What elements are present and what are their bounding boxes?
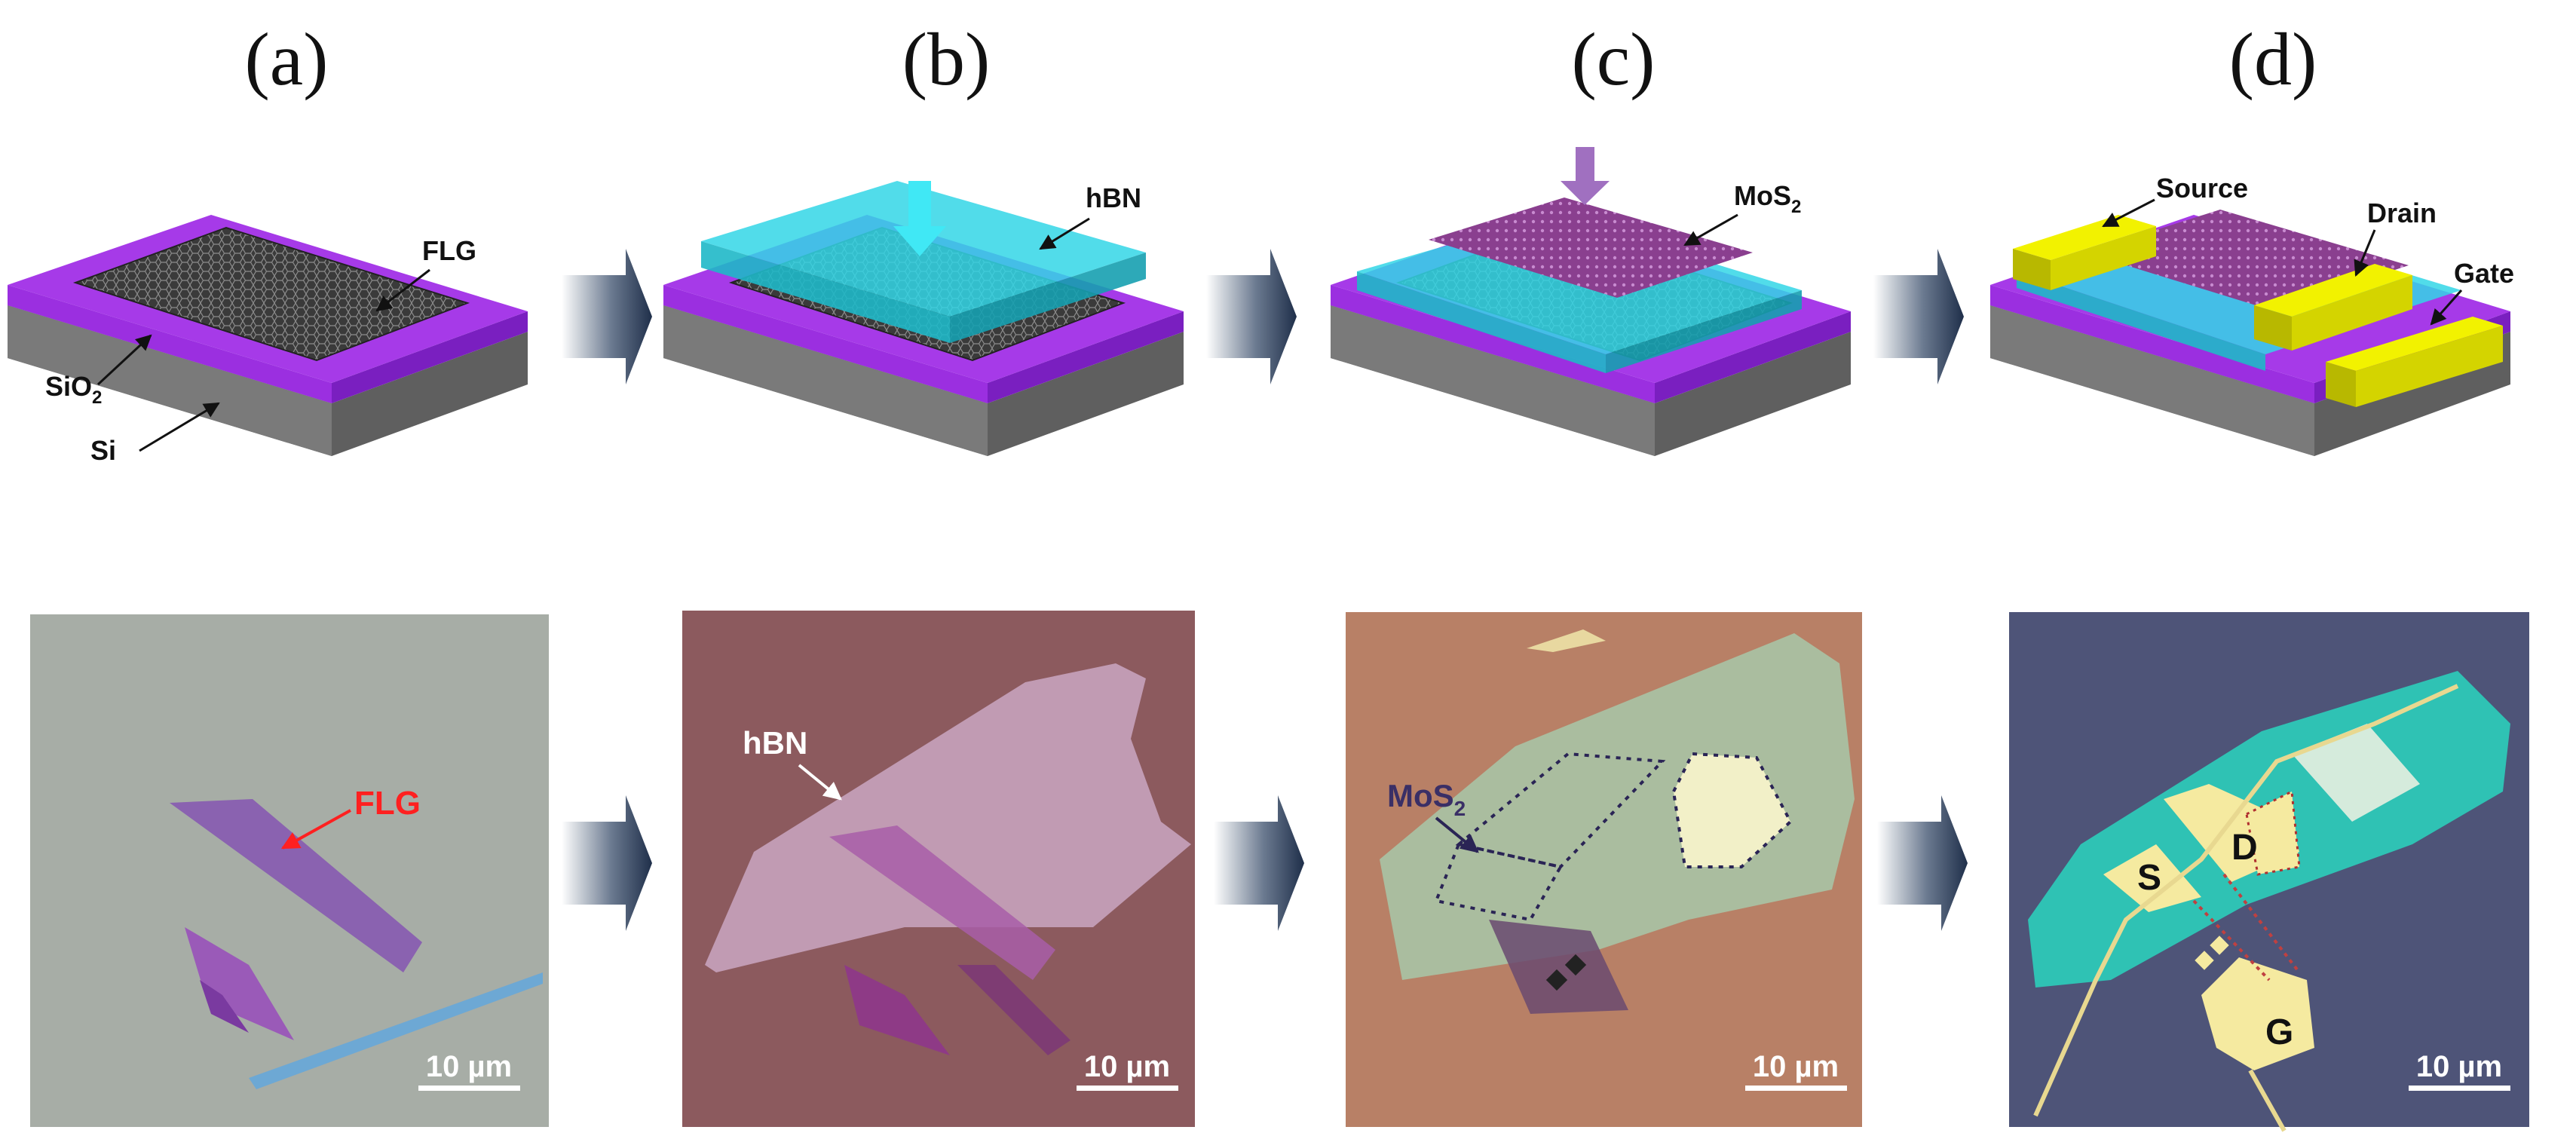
step-arrow-4 [562, 795, 652, 931]
schematic-a: FLG SiO2 Si [8, 215, 528, 466]
panel-label-d: (d) [2229, 17, 2317, 101]
micro-label-hbn: hBN [743, 725, 807, 761]
scale-bar-b [1077, 1086, 1178, 1091]
schematic-c: MoS2 [1331, 147, 1851, 456]
micrograph-a: FLG 10 µm [30, 614, 549, 1127]
scale-text-a: 10 µm [426, 1050, 512, 1083]
label-sio2: SiO2 [45, 371, 102, 408]
schematic-b: hBN [663, 181, 1184, 456]
panel-label-c: (c) [1572, 17, 1656, 101]
label-gate: Gate [2454, 258, 2514, 289]
label-source: Source [2156, 173, 2248, 204]
scale-bar-a [418, 1086, 520, 1091]
scale-bar-d [2409, 1086, 2510, 1091]
micro-label-g: G [2265, 1012, 2293, 1052]
micrograph-c: MoS2 10 µm [1346, 612, 1862, 1127]
micro-label-d: D [2231, 828, 2258, 868]
micro-label-s: S [2137, 858, 2161, 898]
micrograph-d: S D G 10 µm [2009, 612, 2529, 1132]
micrograph-b: hBN 10 µm [682, 611, 1195, 1127]
label-mos2-schematic: MoS2 [1734, 180, 1801, 217]
micro-label-flg: FLG [354, 785, 421, 822]
label-drain: Drain [2367, 198, 2437, 228]
scale-text-c: 10 µm [1753, 1050, 1839, 1083]
step-arrow-3 [1873, 249, 1964, 384]
panel-label-a: (a) [245, 17, 329, 101]
step-arrow-2 [1206, 249, 1297, 384]
label-si: Si [90, 435, 116, 466]
step-arrow-5 [1214, 795, 1304, 931]
schematic-d: Source Drain Gate [1990, 173, 2514, 456]
label-flg: FLG [422, 235, 476, 266]
step-arrow-6 [1877, 795, 1968, 931]
scale-text-b: 10 µm [1084, 1050, 1170, 1083]
scale-bar-c [1745, 1086, 1847, 1091]
micro-label-mos2: MoS2 [1387, 778, 1466, 820]
label-hbn-schematic: hBN [1086, 182, 1141, 213]
panel-label-b: (b) [902, 17, 991, 101]
scale-text-d: 10 µm [2416, 1050, 2502, 1083]
step-arrow-1 [562, 249, 652, 384]
